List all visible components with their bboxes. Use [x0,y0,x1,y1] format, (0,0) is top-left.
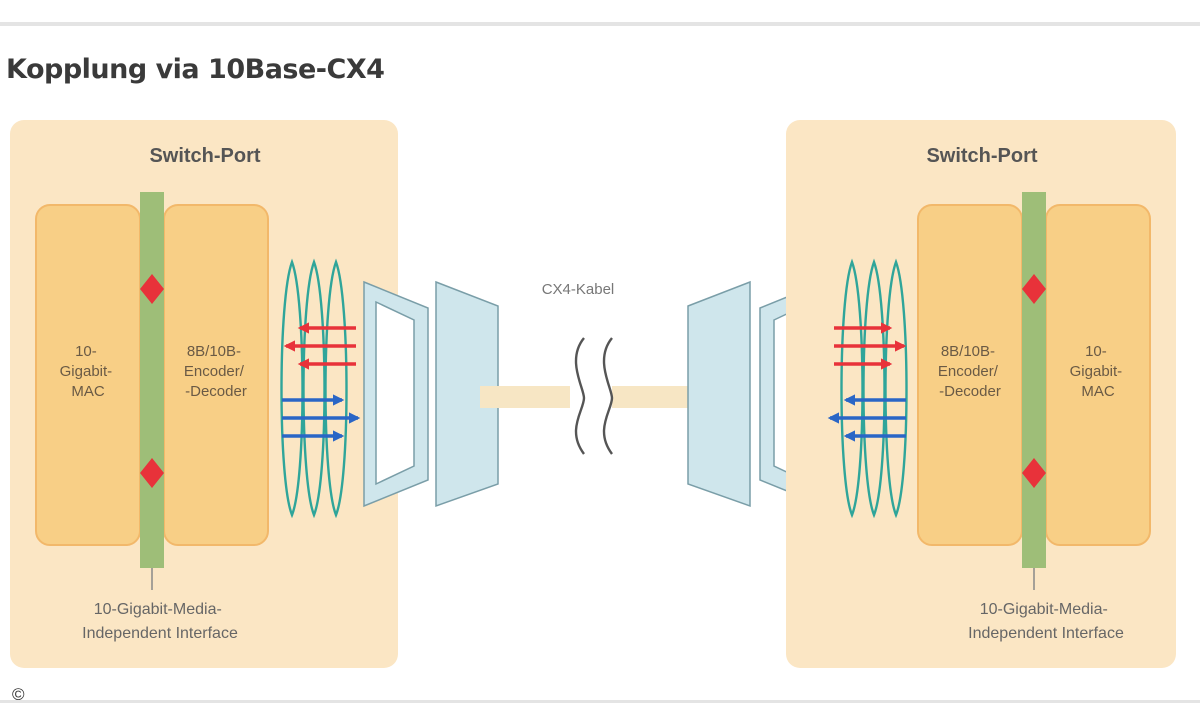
cable-break-right [602,337,614,455]
cable-segment-right [612,386,708,408]
cx4-cable: CX4-Kabel [480,281,708,455]
right-cable-plug [687,280,751,508]
right-codec-label: 8B/10B- Encoder/ -Decoder [938,343,1002,400]
left-bus-marker-bottom [140,458,164,488]
left-cable-plug [435,280,499,508]
diagram-title: Kopplung via 10Base-CX4 [6,54,385,85]
right-switch-port: Switch-Port 8B/10B- Encoder/ -Decoder 10… [786,120,1176,668]
left-receive-arrows [282,394,361,442]
right-receive-arrows [827,394,906,442]
left-connector [363,280,499,508]
left-bus-marker-top [140,274,164,304]
cable-break-left [574,337,586,455]
left-switch-port: Switch-Port 10- Gigabit- MAC 8B/10B- Enc… [10,120,398,668]
left-codec-label: 8B/10B- Encoder/ -Decoder [184,343,248,400]
right-mac-label: 10- Gigabit- MAC [1070,343,1127,400]
left-xgmii-bus [140,192,164,568]
left-mac-label: 10- Gigabit- MAC [60,343,117,400]
right-port-heading: Switch-Port [926,145,1037,167]
left-transmit-arrows [283,322,356,370]
bottom-rule [0,700,1200,703]
top-rule [0,22,1200,26]
cable-segment-left [480,386,570,408]
right-transmit-arrows [834,322,907,370]
left-jack-opening [375,300,415,486]
right-bus-marker-bottom [1022,458,1046,488]
right-bus-marker-top [1022,274,1046,304]
left-mii-label: 10-Gigabit-Media- Independent Interface [82,601,238,642]
right-mii-label: 10-Gigabit-Media- Independent Interface [968,601,1124,642]
right-xgmii-bus [1022,192,1046,568]
copyright-mark: © [12,685,25,704]
cable-label: CX4-Kabel [542,281,615,298]
left-port-heading: Switch-Port [149,145,260,167]
